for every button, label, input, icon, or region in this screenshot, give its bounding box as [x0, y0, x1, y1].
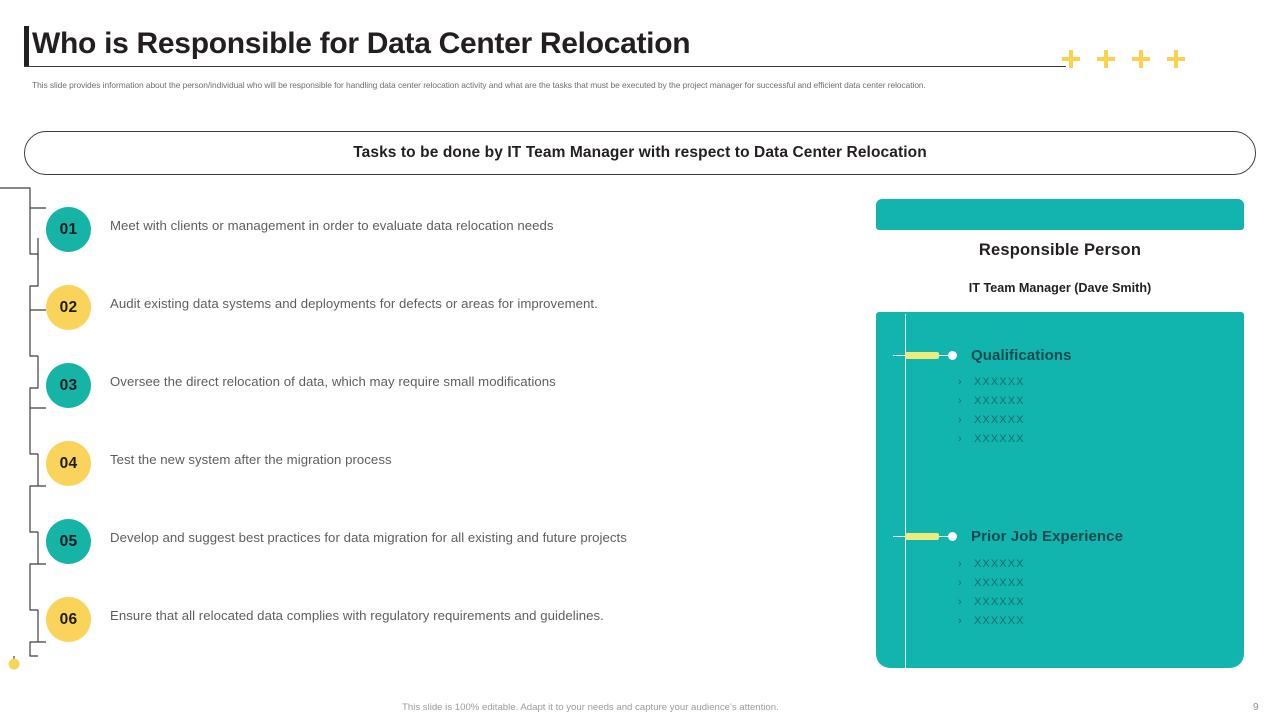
plus-icon [1132, 50, 1150, 68]
list-item: › XXXXXX [958, 558, 1025, 577]
task-number-badge: 02 [46, 285, 104, 339]
section-header-qualifications: Qualifications [893, 347, 1072, 364]
list-item-label: XXXXXX [974, 414, 1025, 426]
list-item-label: XXXXXX [974, 558, 1025, 570]
list-item: › XXXXXX [958, 395, 1025, 414]
list-item: › XXXXXX [958, 577, 1025, 596]
list-item-label: XXXXXX [974, 596, 1025, 608]
page-number: 9 [1253, 702, 1259, 713]
task-text: Meet with clients or management in order… [110, 218, 554, 233]
task-number: 06 [46, 597, 91, 642]
plus-icon [1167, 50, 1185, 68]
list-item: › XXXXXX [958, 615, 1025, 634]
task-number: 03 [46, 363, 91, 408]
connector-stem [893, 535, 905, 538]
chevron-bullet-icon: › [958, 414, 962, 426]
connector-dot-icon [948, 532, 957, 541]
chevron-bullet-icon: › [958, 596, 962, 608]
chevron-bullet-icon: › [958, 577, 962, 589]
task-number: 04 [46, 441, 91, 486]
task-text: Develop and suggest best practices for d… [110, 530, 627, 545]
task-number: 01 [46, 207, 91, 252]
task-text: Oversee the direct relocation of data, w… [110, 374, 556, 389]
plus-icon [1097, 50, 1115, 68]
task-text: Test the new system after the migration … [110, 452, 392, 467]
connector-bar [905, 352, 939, 359]
responsible-person-title: Responsible Person [978, 241, 1142, 259]
connector-end-dot [8, 658, 20, 670]
chevron-bullet-icon: › [958, 615, 962, 627]
panel-vertical-line [905, 314, 907, 668]
chevron-bullet-icon: › [958, 376, 962, 388]
chevron-bullet-icon: › [958, 558, 962, 570]
connector-stem [893, 354, 905, 357]
task-number-badge: 03 [46, 363, 104, 417]
task-number-badge: 01 [46, 207, 104, 261]
responsible-person-name: IT Team Manager (Dave Smith) [968, 281, 1152, 295]
chevron-bullet-icon: › [958, 395, 962, 407]
decorative-plus-group [1062, 50, 1185, 68]
task-text: Audit existing data systems and deployme… [110, 296, 598, 311]
list-item: › XXXXXX [958, 414, 1025, 433]
connector-stem [939, 535, 948, 538]
task-number: 05 [46, 519, 91, 564]
list-item-label: XXXXXX [974, 433, 1025, 445]
prior-job-experience-list: › XXXXXX › XXXXXX › XXXXXX › XXXXXX [958, 558, 1025, 634]
list-item: › XXXXXX [958, 433, 1025, 452]
task-number-badge: 04 [46, 441, 104, 495]
list-item: › XXXXXX [958, 376, 1025, 395]
task-number-badge: 05 [46, 519, 104, 573]
task-number-badge: 06 [46, 597, 104, 651]
list-item-label: XXXXXX [974, 395, 1025, 407]
title-accent-bar [24, 26, 29, 66]
responsible-person-panel [876, 312, 1244, 668]
task-text: Ensure that all relocated data complies … [110, 608, 604, 623]
tasks-banner: Tasks to be done by IT Team Manager with… [24, 131, 1256, 175]
connector-stem [939, 354, 948, 357]
connector-bar [905, 533, 939, 540]
section-label: Qualifications [971, 347, 1072, 364]
task-connector-path [0, 187, 46, 670]
task-number: 02 [46, 285, 91, 330]
page-title: Who is Responsible for Data Center Reloc… [32, 27, 691, 60]
list-item: › XXXXXX [958, 596, 1025, 615]
responsible-person-topbar [876, 199, 1244, 230]
chevron-bullet-icon: › [958, 433, 962, 445]
task-list: 01 Meet with clients or management in or… [0, 186, 860, 676]
connector-dot-icon [948, 351, 957, 360]
tasks-banner-label: Tasks to be done by IT Team Manager with… [353, 144, 927, 161]
footer-note: This slide is 100% editable. Adapt it to… [402, 702, 779, 713]
list-item-label: XXXXXX [974, 577, 1025, 589]
section-label: Prior Job Experience [971, 528, 1124, 545]
qualifications-list: › XXXXXX › XXXXXX › XXXXXX › XXXXXX [958, 376, 1025, 452]
section-header-prior-job-experience: Prior Job Experience [893, 528, 1123, 545]
slide-subtitle: This slide provides information about th… [32, 80, 926, 90]
list-item-label: XXXXXX [974, 376, 1025, 388]
plus-icon [1062, 50, 1080, 68]
title-divider [24, 66, 1066, 67]
list-item-label: XXXXXX [974, 615, 1025, 627]
